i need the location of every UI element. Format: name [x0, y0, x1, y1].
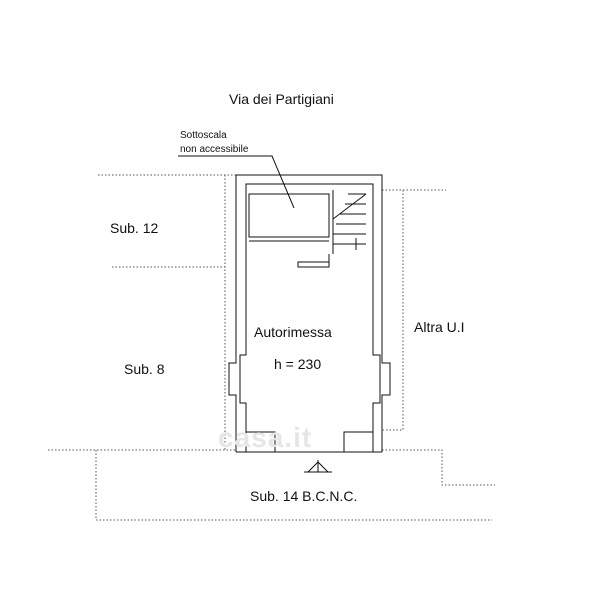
right-lot-edge [383, 190, 404, 431]
dotted-boundaries [48, 174, 495, 521]
stair-note-line2: non accessibile [180, 144, 249, 155]
sub12-label: Sub. 12 [110, 220, 159, 236]
stair-diagonal [332, 193, 367, 220]
under-stair-storage [248, 193, 330, 238]
garage-walls [228, 174, 391, 453]
stair-note-line1: Sottoscala [180, 130, 227, 141]
stair-treads [333, 193, 366, 245]
note-leader-line [178, 155, 295, 209]
stair-landing [297, 261, 330, 268]
door-jamb-left [246, 431, 276, 452]
entrance-marker [304, 460, 332, 473]
street-label: Via dei Partigiani [229, 91, 334, 107]
other-unit-label: Altra U.I [414, 319, 465, 335]
room-height-label: h = 230 [274, 356, 322, 372]
watermark: casa.it [218, 422, 313, 453]
room-name-label: Autorimessa [254, 324, 332, 340]
door-jamb-right [343, 431, 373, 452]
outer-wall [228, 174, 391, 452]
staircase [248, 190, 367, 268]
sub8-label: Sub. 8 [124, 361, 165, 377]
sub14-label: Sub. 14 B.C.N.C. [250, 488, 358, 504]
inner-wall [239, 183, 381, 452]
ground-line-right [382, 449, 495, 486]
